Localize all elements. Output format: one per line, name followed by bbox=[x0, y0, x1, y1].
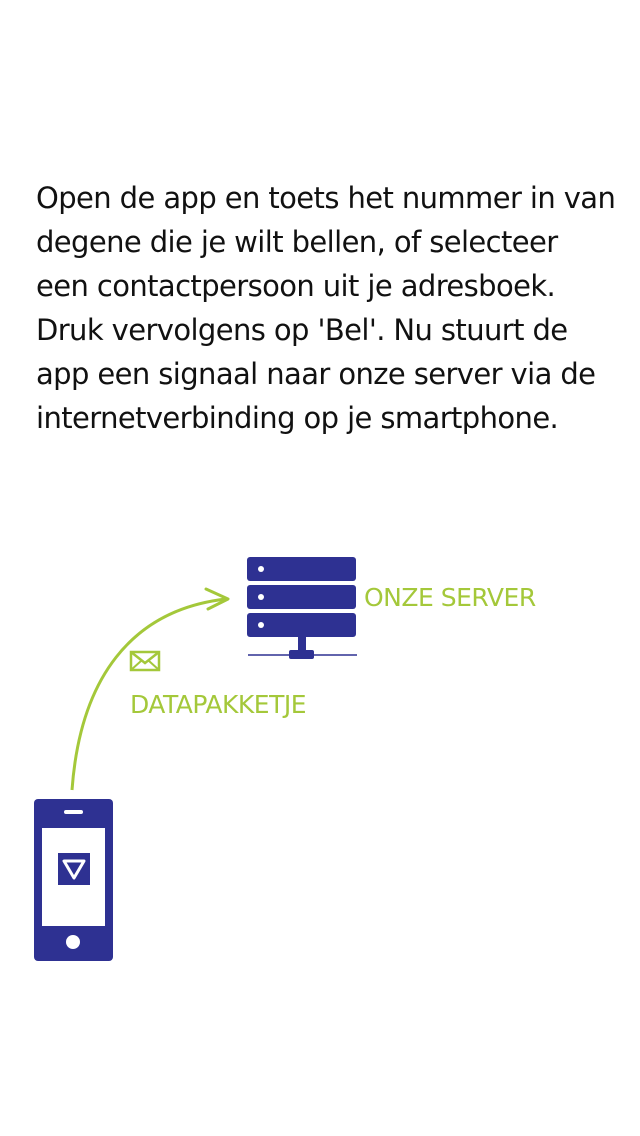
server-icon bbox=[247, 557, 357, 659]
arrow-icon bbox=[70, 587, 230, 791]
app-logo-icon bbox=[58, 853, 90, 885]
packet-label: DATAPAKKETJE bbox=[130, 690, 306, 719]
server-label: ONZE SERVER bbox=[364, 583, 536, 612]
intro-text: Open de app en toets het nummer in van d… bbox=[36, 181, 616, 435]
phone-icon bbox=[34, 799, 113, 961]
envelope-icon bbox=[129, 650, 161, 672]
